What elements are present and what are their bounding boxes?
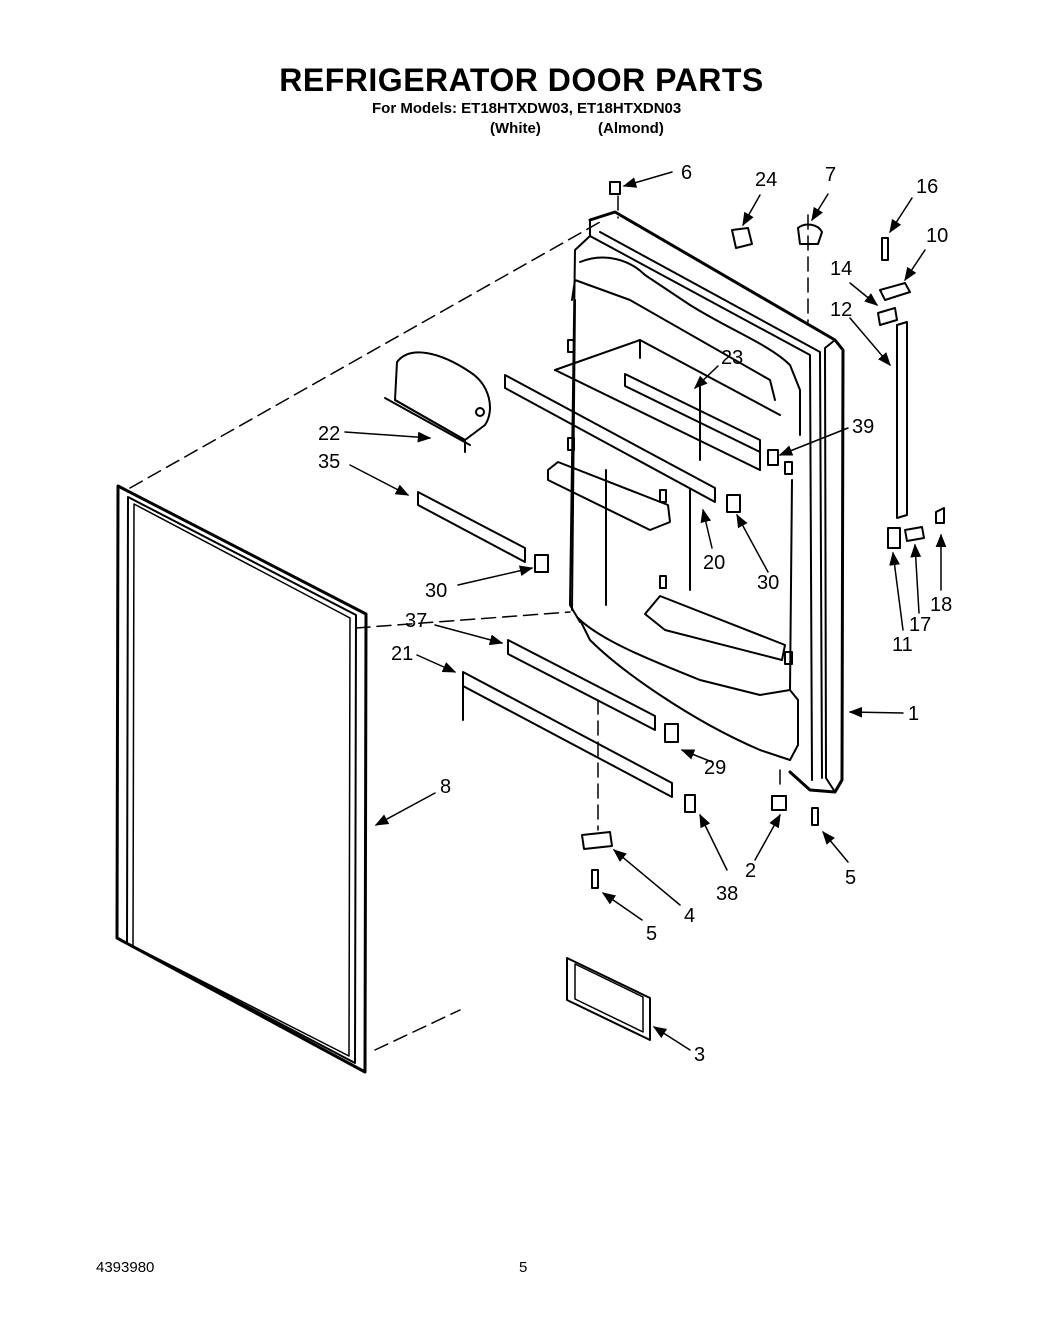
callout-6: 6 — [681, 162, 692, 184]
hinge-assembly — [877, 237, 911, 519]
models-line: For Models: ET18HTXDW03, ET18HTXDN03 — [372, 100, 682, 117]
callout-4: 4 — [684, 905, 695, 927]
callout-16: 16 — [916, 176, 938, 198]
callout-35: 35 — [318, 451, 340, 473]
leader-arrows — [344, 171, 947, 1051]
callout-30-left: 30 — [425, 580, 447, 602]
page-number: 5 — [519, 1259, 528, 1276]
callout-labels: 6 24 7 16 10 14 12 23 22 39 35 20 30 30 … — [318, 162, 952, 1066]
screws — [609, 181, 823, 826]
dairy-door — [384, 351, 491, 453]
callout-21: 21 — [391, 643, 413, 665]
callout-8: 8 — [440, 776, 451, 798]
callout-29: 29 — [704, 757, 726, 779]
variant-white: (White) — [490, 120, 541, 137]
callout-12: 12 — [830, 299, 852, 321]
callout-23: 23 — [721, 347, 743, 369]
page-title: REFRIGERATOR DOOR PARTS — [279, 62, 764, 98]
callout-39: 39 — [852, 416, 874, 438]
callout-14: 14 — [830, 258, 852, 280]
door-stop-parts — [887, 507, 945, 549]
callout-37: 37 — [405, 610, 427, 632]
callout-17: 17 — [909, 614, 931, 636]
callout-3: 3 — [694, 1044, 705, 1066]
door-rails — [417, 373, 761, 798]
document-number: 4393980 — [96, 1259, 155, 1276]
callout-30-right: 30 — [757, 572, 779, 594]
rail-end-caps — [534, 449, 779, 813]
callout-20: 20 — [703, 552, 725, 574]
callout-18: 18 — [930, 594, 952, 616]
callout-22: 22 — [318, 423, 340, 445]
door-panel — [547, 210, 845, 794]
callout-5-right: 5 — [845, 867, 856, 889]
handle-part — [566, 957, 651, 1041]
callout-7: 7 — [825, 164, 836, 186]
alignment-lines — [129, 195, 809, 1051]
callout-1: 1 — [908, 703, 919, 725]
callout-10: 10 — [926, 225, 948, 247]
variant-almond: (Almond) — [598, 120, 664, 137]
callout-5-left: 5 — [646, 923, 657, 945]
callout-24: 24 — [755, 169, 777, 191]
callout-11: 11 — [892, 634, 913, 656]
door-gasket — [115, 484, 368, 1074]
callout-38: 38 — [716, 883, 738, 905]
bottom-hinge — [581, 831, 613, 889]
callout-2: 2 — [745, 860, 756, 882]
